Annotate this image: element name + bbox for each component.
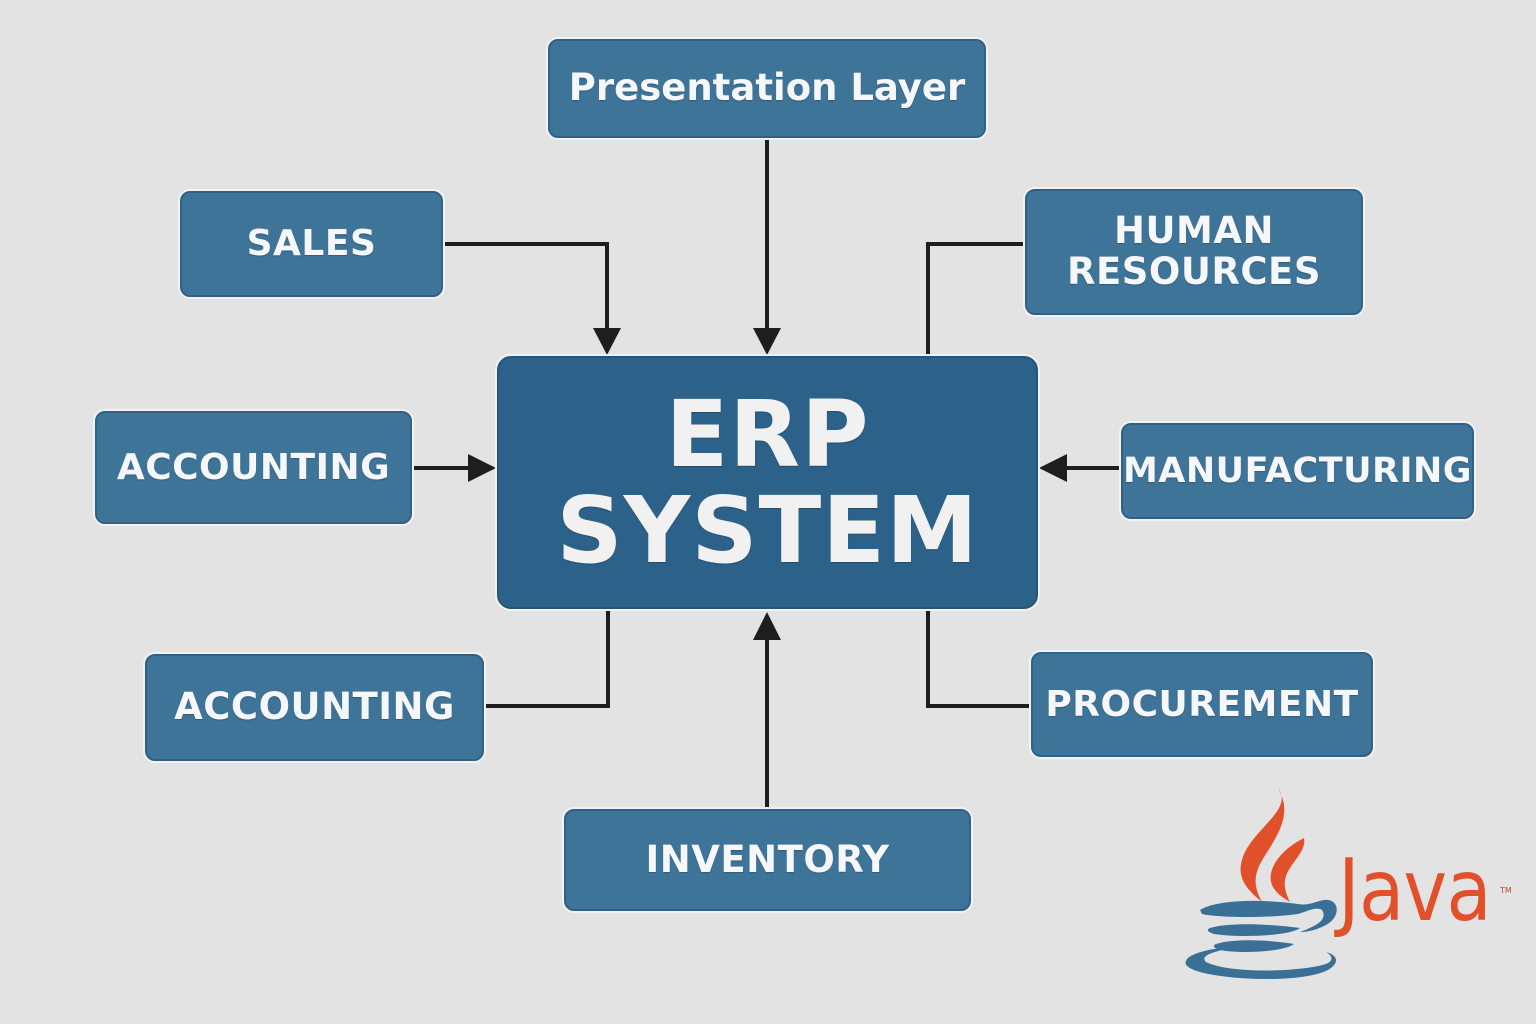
human-resources-label-line2: RESOURCES xyxy=(1067,250,1321,293)
human-resources-node: HUMAN RESOURCES xyxy=(1025,189,1363,315)
erp-label-line1: ERP xyxy=(665,380,870,488)
inventory-label: INVENTORY xyxy=(645,837,890,881)
procurement-label: PROCUREMENT xyxy=(1045,683,1359,725)
arrowhead-presentation xyxy=(753,328,781,355)
accounting-bottom-label: ACCOUNTING xyxy=(174,685,455,729)
human-resources-label-line1: HUMAN xyxy=(1114,209,1274,253)
sales-node: SALES xyxy=(180,191,443,297)
accounting-left-label: ACCOUNTING xyxy=(116,446,391,488)
accounting-node-left: ACCOUNTING xyxy=(95,411,412,524)
java-trademark: TM xyxy=(1500,886,1512,895)
arrowhead-inventory xyxy=(753,612,781,640)
connector-accounting-bottom xyxy=(485,609,610,708)
arrowhead-manufacturing xyxy=(1039,454,1067,482)
manufacturing-label: MANUFACTURING xyxy=(1122,450,1473,491)
erp-system-node: ERP SYSTEM xyxy=(497,356,1038,609)
connector-procurement xyxy=(926,609,1031,708)
arrowhead-sales xyxy=(593,328,621,355)
inventory-node: INVENTORY xyxy=(564,809,971,911)
procurement-node: PROCUREMENT xyxy=(1031,652,1373,757)
presentation-layer-label: Presentation Layer xyxy=(568,66,966,110)
accounting-node-bottom: ACCOUNTING xyxy=(145,654,484,761)
manufacturing-node: MANUFACTURING xyxy=(1121,423,1474,519)
java-cup-icon xyxy=(1185,788,1337,980)
java-logo-text: Java xyxy=(1338,841,1492,941)
connector-sales xyxy=(444,242,609,330)
connector-human-resources xyxy=(926,242,1025,357)
arrowhead-accounting-left xyxy=(468,454,496,482)
sales-label: SALES xyxy=(246,223,377,265)
erp-label-line2: SYSTEM xyxy=(556,476,979,584)
presentation-layer-node: Presentation Layer xyxy=(548,39,986,138)
